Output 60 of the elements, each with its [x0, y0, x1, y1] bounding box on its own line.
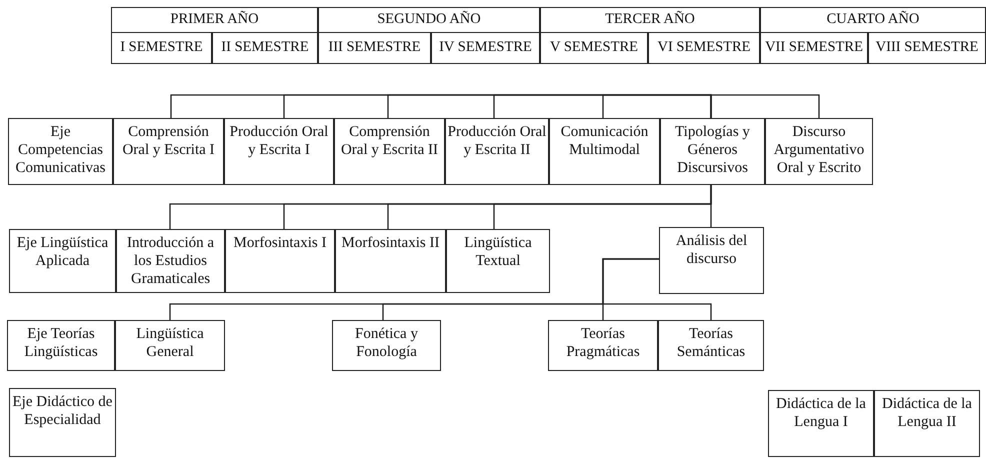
- subject-box: [768, 390, 874, 457]
- subject-name: Discurso Argumentativo Oral y Escrito: [772, 123, 866, 177]
- subject-name: Introducción a los Estudios Gramaticales: [126, 234, 216, 288]
- subject-box: [765, 118, 873, 185]
- subject-box: [224, 118, 334, 185]
- year-header: PRIMER AÑO: [111, 7, 318, 33]
- subject-box: [548, 320, 658, 371]
- subject-box: [445, 118, 549, 185]
- subject-box: [113, 118, 224, 185]
- subject-box: [115, 320, 225, 371]
- subject-box: [874, 390, 980, 457]
- subject-box: [332, 320, 441, 371]
- subject-name: Comprensión Oral y Escrita II: [340, 123, 440, 159]
- subject-name: Tipologías y Géneros Discursivos: [674, 123, 751, 177]
- subject-box: [116, 229, 225, 293]
- subject-box: [7, 320, 115, 371]
- subject-name: Eje Lingüística Aplicada: [16, 234, 110, 270]
- subject-name: Morfosintaxis I: [232, 234, 328, 252]
- year-header: SEGUNDO AÑO: [318, 7, 540, 33]
- semester-header: VI SEMESTRE: [648, 32, 760, 64]
- subject-name: Lingüística General: [135, 325, 205, 361]
- subject-name: Didáctica de la Lengua I: [775, 395, 867, 431]
- subject-name: Producción Oral y Escrita I: [228, 123, 330, 159]
- year-header: TERCER AÑO: [540, 7, 760, 33]
- connector-line: [602, 258, 712, 320]
- subject-name: Teorías Pragmáticas: [565, 325, 641, 361]
- subject-name: Producción Oral y Escrita II: [446, 123, 548, 159]
- subject-name: Lingüística Textual: [463, 234, 533, 270]
- subject-name: Teorías Semánticas: [676, 325, 746, 361]
- semester-header: II SEMESTRE: [212, 32, 318, 64]
- subject-name: Comprensión Oral y Escrita I: [121, 123, 216, 159]
- semester-header: III SEMESTRE: [318, 32, 431, 64]
- subject-name: Eje Didáctico de Especialidad: [12, 393, 114, 429]
- subject-box: [446, 229, 550, 293]
- subject-box: [659, 227, 764, 294]
- semester-header: I SEMESTRE: [111, 32, 212, 64]
- semester-header: VIII SEMESTRE: [868, 32, 986, 64]
- subject-box: [8, 118, 113, 185]
- subject-box: [9, 229, 116, 293]
- semester-header: IV SEMESTRE: [431, 32, 540, 64]
- subject-name: Eje Teorías Lingüísticas: [23, 325, 99, 361]
- subject-box: [334, 118, 445, 185]
- subject-name: Eje Competencias Comunicativas: [14, 123, 106, 177]
- semester-header: V SEMESTRE: [540, 32, 648, 64]
- connector-line: [602, 94, 712, 118]
- subject-box: [660, 118, 765, 185]
- subject-name: Fonética y Fonología: [354, 325, 419, 361]
- semester-header: VII SEMESTRE: [760, 32, 868, 64]
- subject-box: [658, 320, 764, 371]
- subject-box: [225, 229, 335, 293]
- connector-line: [710, 94, 820, 118]
- subject-name: Didáctica de la Lengua II: [881, 395, 973, 431]
- year-header: CUARTO AÑO: [760, 7, 986, 33]
- subject-name: Análisis del discurso: [674, 232, 748, 268]
- subject-box: [335, 229, 446, 293]
- subject-name: Comunicación Multimodal: [560, 123, 650, 159]
- connector-line: [710, 185, 712, 227]
- subject-box: [549, 118, 660, 185]
- subject-box: [9, 388, 116, 457]
- subject-name: Morfosintaxis II: [340, 234, 440, 252]
